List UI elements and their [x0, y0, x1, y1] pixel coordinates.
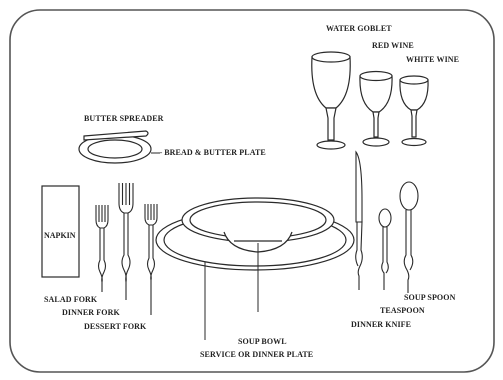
label-soup-bowl: SOUP BOWL [238, 337, 287, 346]
label-water-goblet: WATER GOBLET [326, 24, 392, 33]
salad-fork [95, 205, 109, 292]
label-butter-spreader: BUTTER SPREADER [84, 114, 164, 123]
napkin [41, 185, 80, 278]
label-soup-spoon: SOUP SPOON [404, 293, 456, 302]
label-dinner-knife: DINNER KNIFE [351, 320, 412, 329]
label-white-wine: WHITE WINE [406, 55, 460, 64]
label-red-wine: RED WINE [372, 41, 414, 50]
label-service-plate: SERVICE OR DINNER PLATE [200, 350, 314, 359]
water-goblet [311, 51, 351, 150]
frame-border [9, 9, 495, 373]
soup-spoon [399, 181, 419, 293]
dessert-fork [144, 204, 158, 315]
dinner-knife [355, 150, 363, 290]
label-teaspoon: TEASPOON [380, 306, 425, 315]
butter-spreader [83, 130, 149, 141]
label-salad-fork: SALAD FORK [44, 295, 98, 304]
soup-bowl [181, 197, 335, 253]
label-napkin: NAPKIN [44, 231, 76, 240]
leader-lines [204, 243, 259, 340]
dinner-fork [118, 183, 134, 300]
red-wine-glass [359, 70, 393, 147]
teaspoon [378, 208, 392, 290]
white-wine-glass [399, 75, 429, 147]
label-dinner-fork: DINNER FORK [62, 308, 120, 317]
label-dessert-fork: DESSERT FORK [84, 322, 147, 331]
label-bread-butter-plate: – BREAD & BUTTER PLATE [158, 148, 266, 157]
